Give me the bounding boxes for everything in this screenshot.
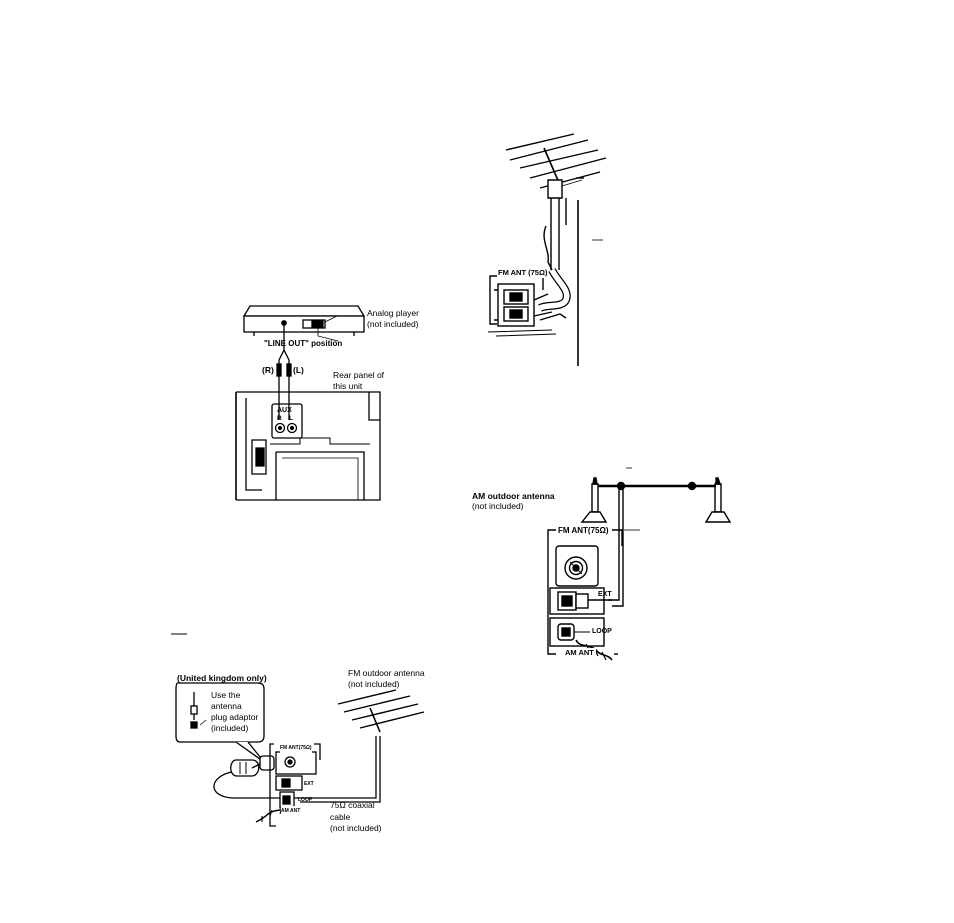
fm-ant-label-small: FM ANT(75Ω): [280, 743, 312, 753]
adaptor-line-3: plug adaptor: [211, 712, 259, 722]
fm-ant-label-am: FM ANT(75Ω): [556, 526, 611, 536]
analog-player-label: Analog player: [367, 308, 419, 318]
uk-antenna-drawing: [175, 682, 425, 827]
am-outdoor-antenna-title: AM outdoor antenna: [472, 491, 555, 501]
am-ant-label: AM ANT: [563, 648, 596, 658]
adaptor-line-4: (included): [211, 723, 249, 733]
fm-outdoor-antenna-note: (not included): [348, 679, 400, 689]
adaptor-line-1: Use the: [211, 690, 241, 700]
aux-r-label: R: [277, 415, 282, 422]
fm-antenna-top-drawing: [487, 133, 607, 366]
coax-cable-line-3: (not included): [330, 823, 382, 833]
aux-label: AUX: [277, 407, 292, 414]
rear-panel-label-2: this unit: [333, 381, 363, 391]
line-out-position-label: "LINE OUT" position: [264, 339, 343, 348]
coax-cable-line-2: cable: [330, 812, 351, 822]
adaptor-line-2: antenna: [211, 701, 242, 711]
ext-label: EXT: [598, 591, 612, 598]
uk-only-title: (United kingdom only): [177, 673, 267, 683]
am-outdoor-antenna-note: (not included): [472, 501, 524, 511]
analog-player-drawing: [242, 305, 366, 420]
plug-r-label: (R): [262, 365, 274, 375]
rear-panel-drawing: [235, 391, 381, 501]
rear-panel-label: Rear panel of: [333, 370, 385, 380]
aux-l-label: L: [289, 415, 293, 422]
loop-label-small: LOOP: [298, 797, 313, 803]
fm-outdoor-antenna-label: FM outdoor antenna: [348, 668, 425, 678]
fm-ant-label-top: FM ANT (75Ω): [497, 268, 549, 278]
loop-label: LOOP: [592, 628, 612, 635]
analog-player-note: (not included): [367, 319, 419, 329]
coax-cable-line-1: 75Ω coaxial: [330, 800, 375, 810]
ext-label-small: EXT: [304, 781, 314, 787]
am-antenna-drawing: [547, 467, 732, 661]
plug-l-label: (L): [293, 365, 304, 375]
am-ant-label-small: AM ANT: [281, 806, 301, 816]
